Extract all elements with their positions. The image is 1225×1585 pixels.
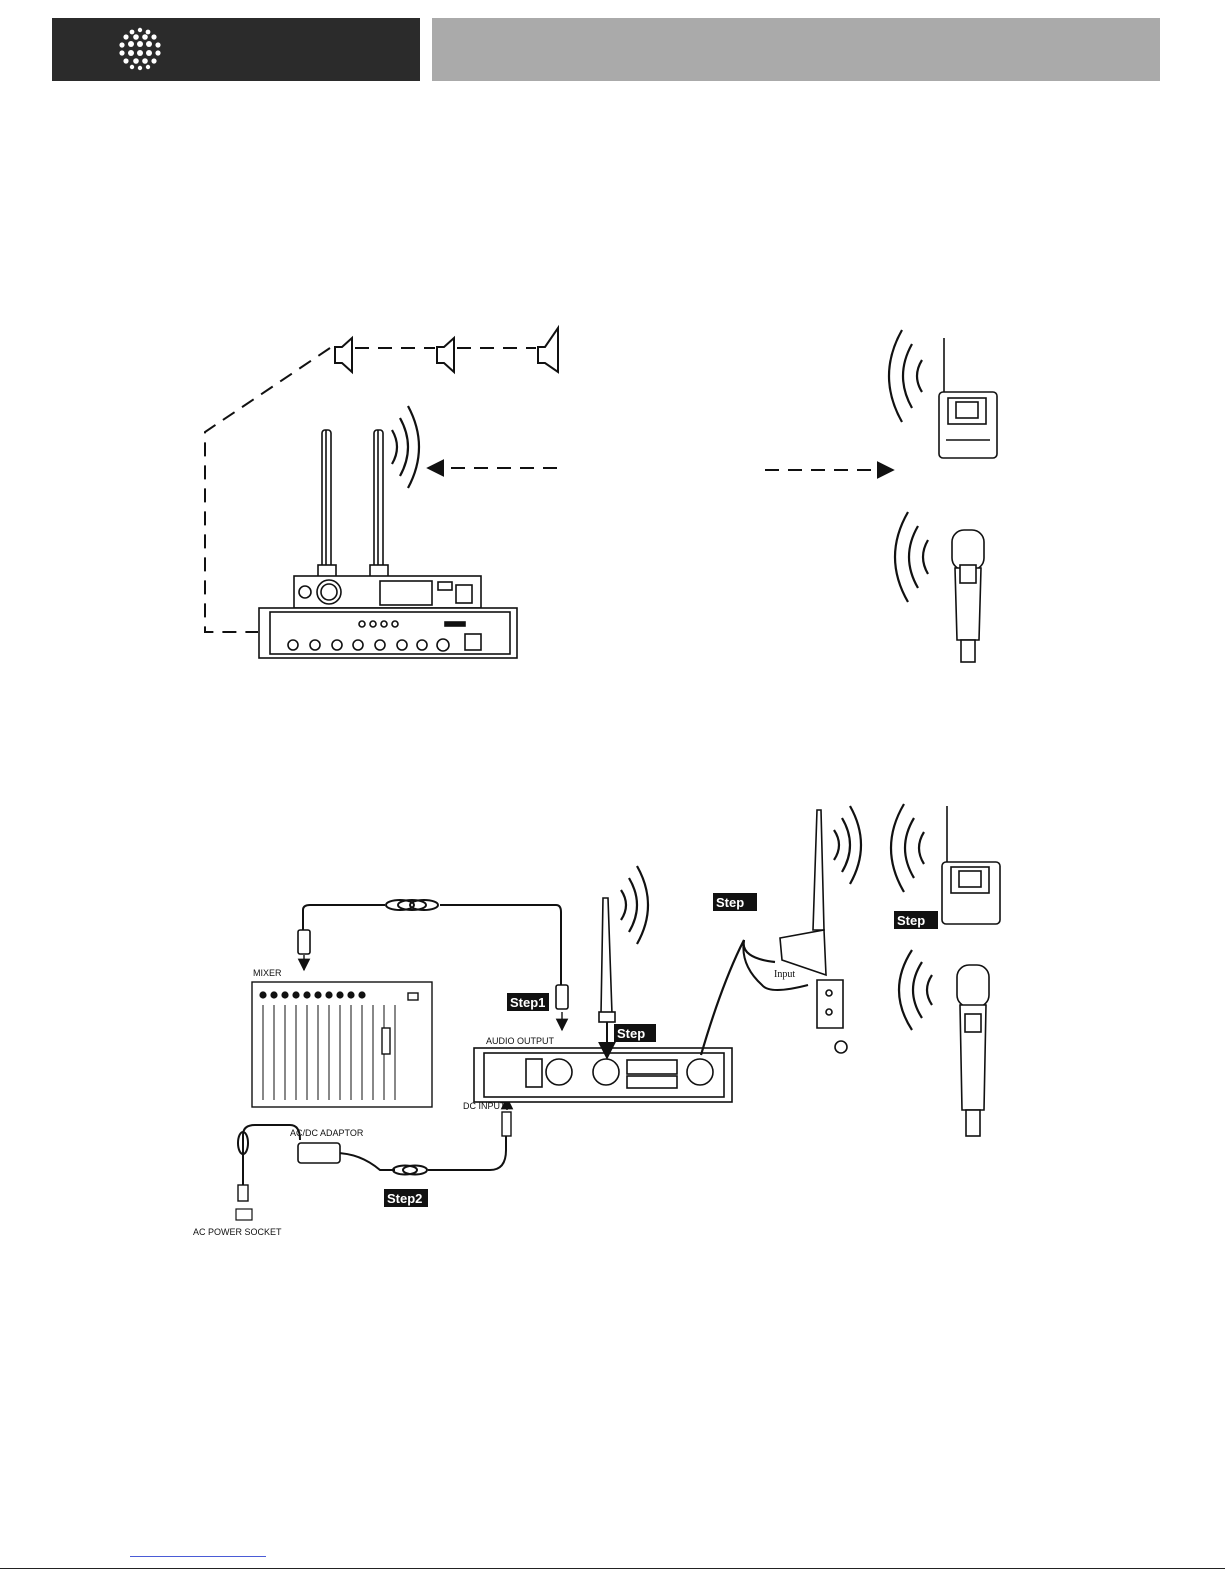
speaker-icon (437, 338, 454, 372)
antenna-cable (701, 940, 775, 1055)
receiver-rear-panel (474, 1048, 732, 1102)
dual-antenna-receiver (294, 430, 481, 608)
power-cable (238, 1125, 506, 1185)
mixer (252, 982, 432, 1107)
step-badge-antenna: Step (614, 1024, 656, 1042)
step2-label: Step2 (387, 1191, 422, 1206)
wireless-waves (621, 866, 648, 944)
step1-label: Step1 (510, 995, 545, 1010)
wireless-waves (392, 406, 419, 488)
ac-dc-adaptor (298, 1143, 340, 1163)
adaptor-label: AC/DC ADAPTOR (290, 1128, 364, 1138)
mixer-label: MIXER (253, 968, 282, 978)
speaker-icon (538, 328, 558, 372)
handheld-microphone (952, 530, 984, 662)
step-label: Step (897, 913, 925, 928)
power-socket-icon (236, 1209, 252, 1220)
footer-link-underline[interactable] (130, 1556, 266, 1557)
audio-output-label: AUDIO OUTPUT (486, 1036, 555, 1046)
speaker-icon (335, 338, 352, 372)
step-badge-transmitter: Step (894, 911, 938, 929)
wireless-waves (891, 804, 924, 892)
step-badge-remote: Step (713, 893, 757, 911)
dc-plug (502, 1112, 511, 1136)
wireless-waves (889, 330, 922, 422)
bodypack-transmitter (942, 806, 1000, 924)
bodypack-transmitter (939, 338, 997, 458)
footer-divider (0, 1568, 1225, 1569)
handheld-microphone (957, 965, 989, 1136)
remote-antenna (780, 810, 847, 1053)
antenna (599, 898, 615, 1022)
amplifier (259, 608, 517, 658)
power-socket-label: AC POWER SOCKET (193, 1227, 282, 1237)
ac-plug (238, 1185, 248, 1201)
xlr-cable (303, 900, 561, 990)
step-label: Step (617, 1026, 645, 1041)
step-label: Step (716, 895, 744, 910)
wireless-waves (899, 950, 932, 1030)
input-label: Input (774, 969, 795, 980)
step1-badge: Step1 (507, 993, 549, 1011)
wireless-waves (834, 806, 861, 884)
wireless-waves (895, 512, 928, 602)
step2-badge: Step2 (384, 1189, 428, 1207)
